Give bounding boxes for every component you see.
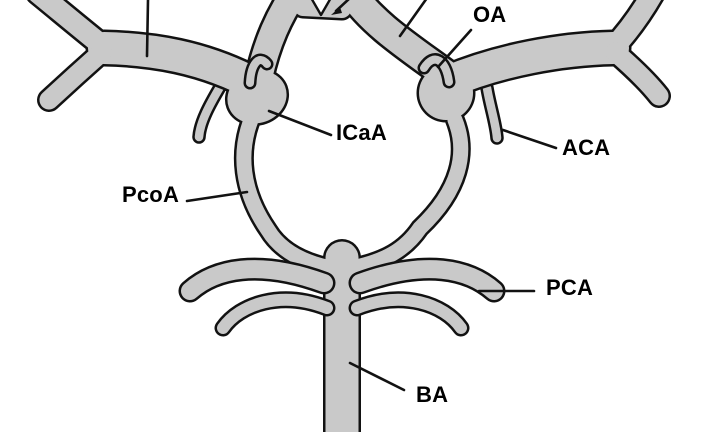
vessel-left-internal-carotid-bulb [227, 70, 287, 124]
vessel-anterior-cerebral-artery-stub [487, 88, 497, 138]
leader-line-ba [348, 361, 406, 392]
label-oa: OA [473, 2, 507, 27]
label-pcoa: PcoA [122, 182, 180, 207]
label-aca: ACA [562, 135, 611, 160]
leader-line-oa [436, 28, 473, 69]
leader-line-cropped-right [398, 0, 428, 38]
leader-line-cropped-left [145, 0, 150, 58]
label-pca: PCA [546, 275, 594, 300]
leader-line-aca [501, 128, 558, 150]
leader-lines [145, 0, 558, 392]
leader-line-pcoa [185, 190, 249, 203]
acoa-notch [310, 0, 332, 17]
arrowhead-icon [331, 7, 342, 15]
vessel-left-mca-lower-branch [49, 52, 102, 100]
vessel-right-internal-carotid-bulb [419, 66, 473, 120]
leader-line-icaa [267, 109, 333, 137]
acoa-pointer-arrow [331, 0, 350, 15]
label-ba: BA [416, 382, 449, 407]
label-icaa: ICaA [336, 120, 387, 145]
vessel-main-network [38, 0, 659, 432]
